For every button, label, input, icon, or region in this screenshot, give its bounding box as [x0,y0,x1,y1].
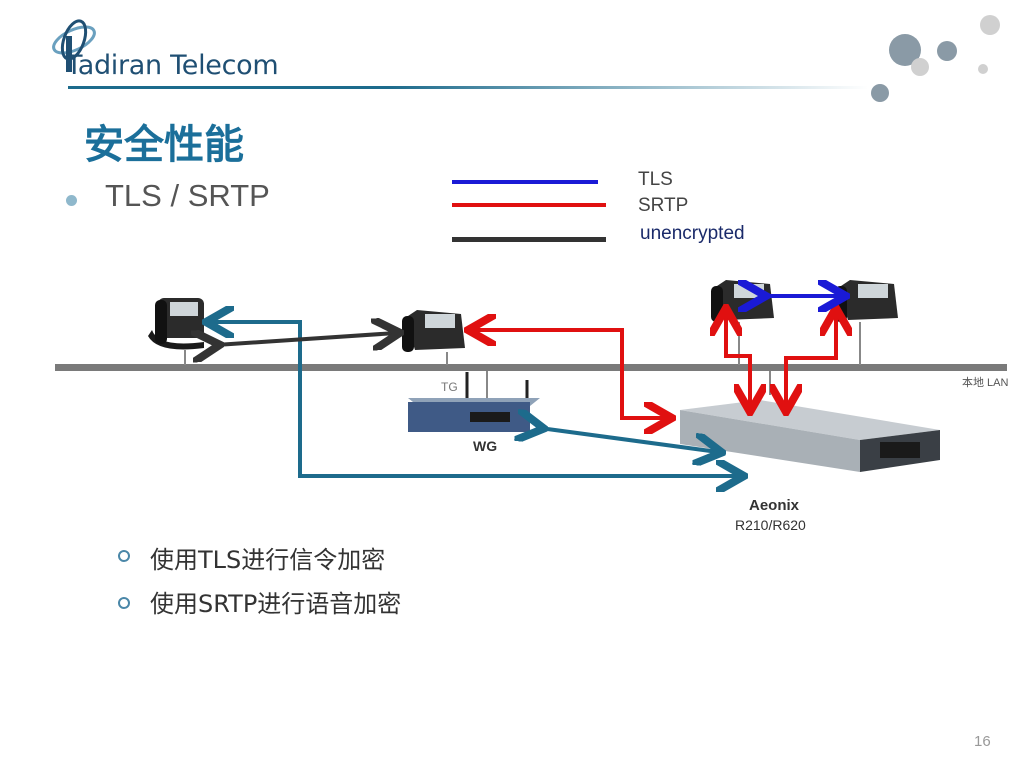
ip-phone-icon [711,280,774,322]
lan-label: 本地 LAN [962,377,1009,389]
gateway-label: WG [473,438,498,454]
ip-phone-icon [835,280,898,322]
sub-bullet-ring [118,597,130,609]
link-phone1-phone2-unencrypted [216,333,396,345]
slide-title: 安全性能 [84,122,244,168]
legend-line-unencrypted [452,237,606,242]
logo-emblem-icon [52,19,96,72]
header-divider [68,86,868,89]
sub-bullet-text: 使用TLS进行信令加密 [150,546,386,574]
server-model: R210/R620 [735,517,806,533]
legend-line-srtp [452,203,606,207]
sub-bullet-ring [118,550,130,562]
sub-bullet-text: 使用SRTP进行语音加密 [150,590,402,618]
page-number: 16 [974,733,991,750]
ip-phone-icon [402,310,465,352]
gateway-top-label: TG [441,380,458,394]
legend-line-tls [452,180,598,184]
legend-label-tls: TLS [638,169,673,190]
logo-text: Tadiran Telecom [66,50,279,81]
gateway-device-icon [408,372,540,432]
legend-label-unencrypted: unencrypted [640,223,745,244]
lan-bar [55,364,1007,371]
analog-phone-icon [148,298,204,350]
legend: TLS SRTP unencrypted [450,165,790,255]
link-phone4-server-srtp [786,312,838,408]
bullet-main-text: TLS / SRTP [105,178,270,213]
legend-label-srtp: SRTP [638,195,689,216]
link-gateway-server [540,428,718,452]
server-icon [680,400,940,472]
bullet-dot [66,195,77,206]
decorative-circles [871,15,1000,102]
logo [44,16,284,88]
server-name: Aeonix [749,497,800,514]
